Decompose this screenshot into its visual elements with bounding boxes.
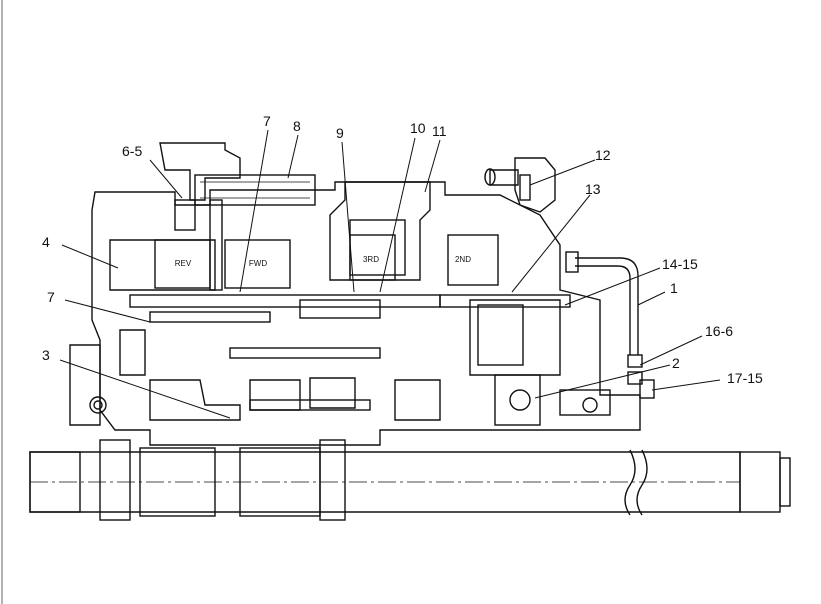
output-shaft <box>29 439 791 521</box>
callout-1: 1 <box>670 280 678 296</box>
callout-10: 10 <box>410 120 426 136</box>
callout-11: 11 <box>432 123 447 139</box>
transmission-housing <box>91 181 641 446</box>
upper-center-block <box>329 181 431 281</box>
lower-clutch-pack <box>477 304 524 366</box>
callout-4: 4 <box>42 234 50 250</box>
callout-labels: 6-5 7 8 9 10 11 12 4 13 14-15 1 7 16-6 2… <box>42 113 763 386</box>
oil-line <box>565 251 655 399</box>
callout-9: 9 <box>336 125 344 141</box>
rev-clutch-label: REV <box>175 259 192 268</box>
output-bearing-area <box>494 374 611 426</box>
leader-lines <box>59 129 721 419</box>
callout-2: 2 <box>672 355 680 371</box>
callout-13: 13 <box>585 181 601 197</box>
second-clutch-pack: 2ND <box>447 234 499 286</box>
callout-16-6: 16-6 <box>705 323 733 339</box>
third-clutch-pack: 3RD <box>349 234 396 281</box>
third-clutch-label: 3RD <box>363 255 379 264</box>
piston-passages <box>129 294 571 411</box>
fwd-clutch-label: FWD <box>249 259 267 268</box>
speed-sensor <box>484 157 556 213</box>
callout-8: 8 <box>293 118 301 134</box>
rev-clutch-pack: REV <box>154 239 211 289</box>
fwd-clutch-pack: FWD <box>224 239 291 289</box>
callout-7-left: 7 <box>47 289 55 305</box>
callout-12: 12 <box>595 147 611 163</box>
callout-6-5: 6-5 <box>122 143 142 159</box>
callout-7-top: 7 <box>263 113 271 129</box>
callout-14-15: 14-15 <box>662 256 698 272</box>
callout-3: 3 <box>42 347 50 363</box>
second-clutch-label: 2ND <box>455 255 471 264</box>
left-flange <box>69 344 107 426</box>
callout-17-15: 17-15 <box>727 370 763 386</box>
